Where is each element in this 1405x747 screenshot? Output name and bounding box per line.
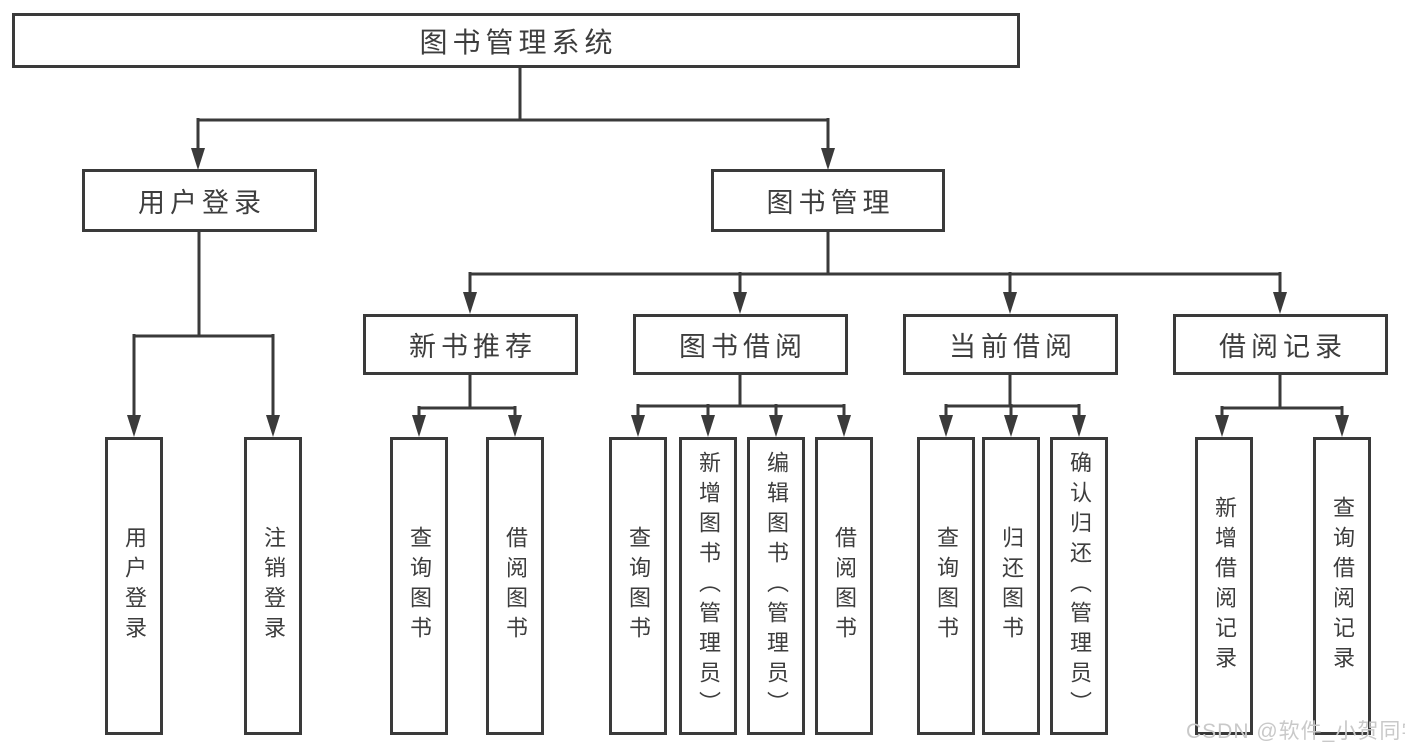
leaf-nbr-borrow-books-label: 借阅图书 (503, 526, 528, 646)
leaf-nbr-borrow-books: 借阅图书 (486, 437, 544, 735)
leaf-br-query-record: 查询借阅记录 (1313, 437, 1371, 735)
leaf-bb-borrow-books: 借阅图书 (815, 437, 873, 735)
node-book-management: 图书管理 (711, 169, 945, 232)
node-new-book-recommend: 新书推荐 (363, 314, 578, 375)
leaf-nbr-query-books: 查询图书 (390, 437, 448, 735)
node-book-borrowing: 图书借阅 (633, 314, 848, 375)
leaf-br-query-record-label: 查询借阅记录 (1330, 496, 1355, 676)
arrowheads (127, 148, 1349, 437)
watermark: CSDN @软件_小贺同学 (1186, 720, 1405, 743)
leaf-br-add-record: 新增借阅记录 (1195, 437, 1253, 735)
leaf-bb-query-books-label: 查询图书 (626, 526, 651, 646)
leaf-bb-add-books-admin: 新增图书（管理员） (679, 437, 737, 735)
node-book-management-label: 图书管理 (766, 188, 895, 218)
leaf-bb-borrow-books-label: 借阅图书 (832, 526, 857, 646)
node-user-login-label: 用户登录 (138, 188, 266, 218)
leaf-br-add-record-label: 新增借阅记录 (1212, 496, 1237, 676)
leaf-bb-query-books: 查询图书 (609, 437, 667, 735)
node-borrowing-records: 借阅记录 (1173, 314, 1388, 375)
leaf-cb-query-books-label: 查询图书 (934, 526, 959, 646)
leaf-bb-add-books-admin-label: 新增图书（管理员） (696, 451, 721, 721)
leaf-cb-query-books: 查询图书 (917, 437, 975, 735)
node-root-label: 图书管理系统 (419, 26, 618, 58)
wires (132, 68, 1344, 420)
leaf-cb-return-books-label: 归还图书 (999, 526, 1024, 646)
node-book-borrowing-label: 图书借阅 (679, 332, 807, 362)
node-root: 图书管理系统 (12, 13, 1020, 68)
leaf-bb-edit-books-admin: 编辑图书（管理员） (747, 437, 805, 735)
leaf-cb-confirm-return-admin-label: 确认归还（管理员） (1067, 451, 1092, 721)
node-current-borrowing: 当前借阅 (903, 314, 1118, 375)
leaf-cb-confirm-return-admin: 确认归还（管理员） (1050, 437, 1108, 735)
leaf-logout: 注销登录 (244, 437, 302, 735)
leaf-user-login-label: 用户登录 (122, 526, 147, 646)
leaf-logout-label: 注销登录 (261, 526, 286, 646)
node-current-borrowing-label: 当前借阅 (949, 332, 1077, 362)
leaf-bb-edit-books-admin-label: 编辑图书（管理员） (764, 451, 789, 721)
node-borrowing-records-label: 借阅记录 (1219, 332, 1347, 362)
node-new-book-recommend-label: 新书推荐 (409, 332, 537, 362)
leaf-nbr-query-books-label: 查询图书 (407, 526, 432, 646)
node-user-login: 用户登录 (82, 169, 317, 232)
leaf-cb-return-books: 归还图书 (982, 437, 1040, 735)
leaf-user-login: 用户登录 (105, 437, 163, 735)
